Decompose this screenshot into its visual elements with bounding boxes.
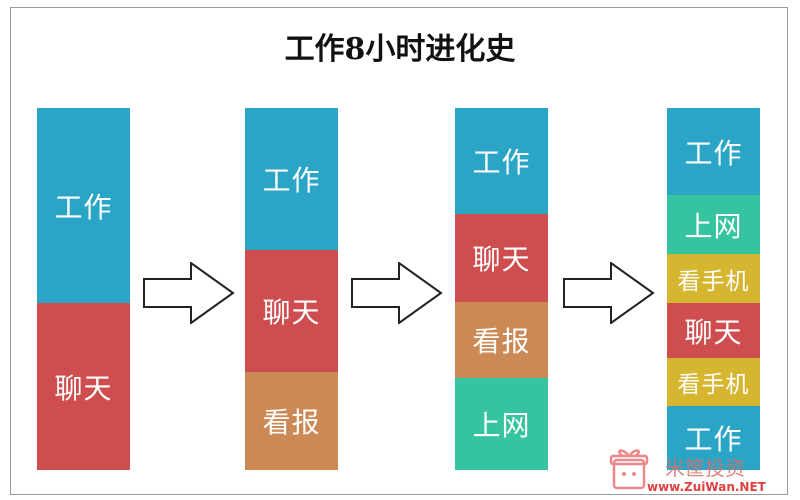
segment-phone: 看手机 [667,254,760,303]
segment-internet: 上网 [455,378,548,470]
segment-work: 工作 [667,108,760,195]
segment-work: 工作 [455,108,548,214]
segment-chat: 聊天 [667,303,760,358]
segment-internet: 上网 [667,195,760,254]
segment-chat: 聊天 [37,303,130,470]
segment-chat: 聊天 [455,214,548,302]
diagram-frame [10,7,788,495]
segment-newspaper: 看报 [245,372,338,470]
arrow-right-icon [351,262,443,324]
diagram-title: 工作8小时进化史 [284,32,516,67]
segment-newspaper: 看报 [455,302,548,378]
gift-box-icon [609,449,649,490]
watermark-text: 米筐投资 [665,456,745,480]
segment-chat: 聊天 [245,250,338,372]
segment-work: 工作 [37,108,130,303]
segment-phone: 看手机 [667,358,760,406]
arrow-right-icon [143,262,235,324]
segment-work: 工作 [245,108,338,250]
column-4: 工作上网看手机聊天看手机工作 [667,108,760,470]
segment-work: 工作 [667,406,760,470]
watermark: 米筐投资 www.ZuiWan.NET [605,438,795,498]
watermark-url: www.ZuiWan.NET [647,480,766,494]
arrow-right-icon [563,262,655,324]
column-1: 工作聊天 [37,108,130,470]
column-2: 工作聊天看报 [245,108,338,470]
column-3: 工作聊天看报上网 [455,108,548,470]
